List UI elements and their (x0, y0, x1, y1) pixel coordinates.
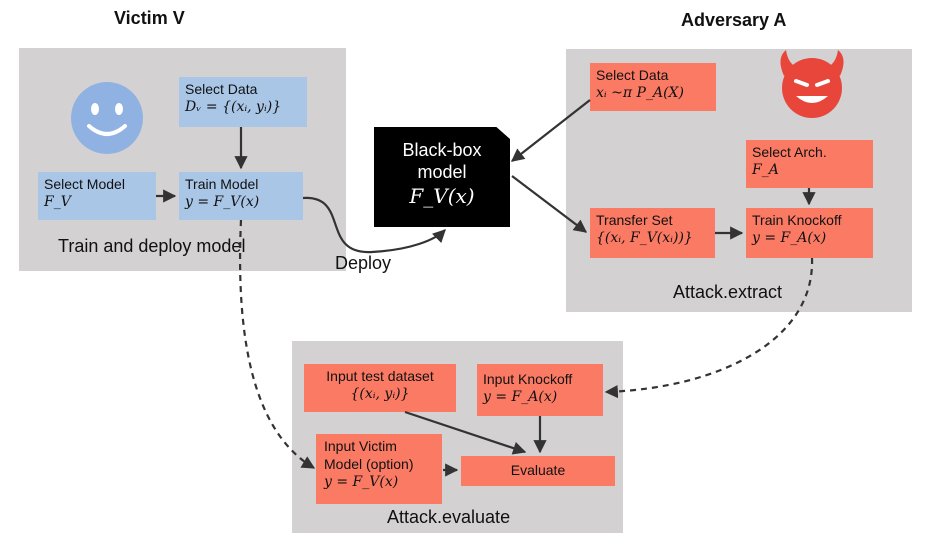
blackbox-formula: F_V(x) (409, 184, 475, 208)
victim-select-model-box: Select Model F_V (38, 172, 156, 220)
victim-train-model-label: Train Model (185, 176, 259, 192)
arrow-select-data-to-blackbox (510, 99, 591, 162)
arrow-blackbox-to-transfer-set (511, 175, 588, 233)
input-knockoff-box: Input Knockoff y = F_A(x) (477, 364, 603, 416)
input-victim-formula: y = F_V(x) (324, 474, 399, 490)
adversary-select-arch-box: Select Arch. F_A (746, 140, 873, 188)
input-victim-label-line2: Model (option) (324, 456, 414, 472)
victim-select-model-formula: F_V (44, 194, 71, 210)
input-knockoff-label: Input Knockoff (483, 371, 573, 387)
blackbox-model: Black-box model F_V(x) (374, 127, 510, 227)
adversary-train-knockoff-label: Train Knockoff (752, 212, 842, 228)
input-test-dataset-box: Input test dataset {(xᵢ, yᵢ)} (304, 364, 456, 412)
adversary-select-data-label: Select Data (596, 67, 669, 83)
victim-heading: Victim V (114, 8, 185, 28)
adversary-transfer-set-label: Transfer Set (596, 212, 673, 228)
adversary-select-data-formula: xᵢ ~π P_A(X) (596, 85, 684, 101)
adversary-train-knockoff-formula: y = F_A(x) (752, 230, 827, 246)
adversary-heading: Adversary A (681, 10, 787, 30)
input-victim-label-line1: Input Victim (324, 438, 397, 454)
input-knockoff-formula: y = F_A(x) (483, 389, 558, 405)
input-test-dataset-label: Input test dataset (326, 368, 434, 384)
victim-train-model-formula: y = F_V(x) (185, 194, 260, 210)
dashed-arrow-train-model-to-input-victim (238, 219, 316, 469)
adversary-transfer-set-box: Transfer Set {(xᵢ, F_V(xᵢ))} (590, 208, 715, 258)
arrow-input-test-to-evaluate (404, 410, 527, 455)
adversary-select-arch-label: Select Arch. (752, 144, 827, 160)
blackbox-line1: Black-box (402, 140, 482, 160)
adversary-transfer-set-formula: {(xᵢ, F_V(xᵢ))} (596, 230, 693, 246)
input-test-dataset-formula: {(xᵢ, yᵢ)} (350, 386, 410, 402)
dashed-arrow-train-knockoff-to-input-knockoff (604, 257, 814, 399)
victim-select-data-formula: Dᵥ = {(xᵢ, yᵢ)} (185, 99, 282, 115)
evaluate-caption: Attack.evaluate (387, 507, 511, 527)
deploy-label: Deploy (335, 253, 392, 273)
adversary-select-data-box: Select Data xᵢ ~π P_A(X) (590, 63, 716, 111)
input-victim-model-box: Input Victim Model (option) y = F_V(x) (316, 434, 442, 504)
smiley-face-icon (71, 82, 143, 154)
victim-caption: Train and deploy model (58, 236, 246, 256)
evaluate-box: Evaluate (461, 456, 615, 486)
victim-select-data-label: Select Data (185, 81, 258, 97)
victim-train-model-box: Train Model y = F_V(x) (179, 172, 303, 220)
adversary-caption: Attack.extract (673, 282, 783, 302)
evaluate-label: Evaluate (510, 462, 566, 478)
arrow-deploy-to-blackbox (302, 196, 446, 254)
adversary-select-arch-formula: F_A (752, 162, 779, 178)
adversary-train-knockoff-box: Train Knockoff y = F_A(x) (746, 208, 873, 258)
blackbox-line2: model (417, 162, 467, 182)
devil-face-icon (780, 50, 844, 118)
victim-select-model-label: Select Model (44, 176, 125, 192)
victim-select-data-box: Select Data Dᵥ = {(xᵢ, yᵢ)} (179, 77, 307, 127)
